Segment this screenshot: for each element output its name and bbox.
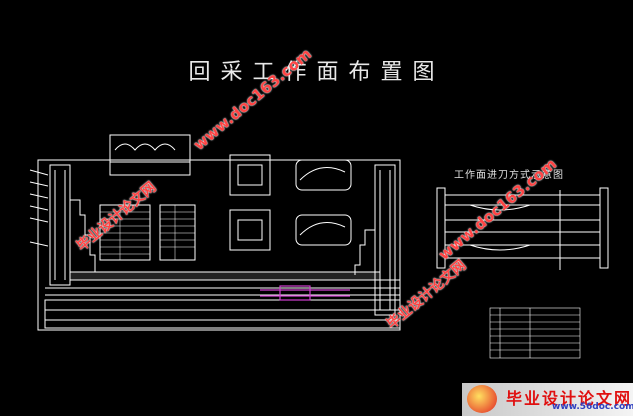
equipment-table-2 xyxy=(159,204,196,261)
face-layout-frame xyxy=(37,159,401,331)
site-logo-icon xyxy=(467,385,497,413)
right-roadway xyxy=(374,164,396,316)
banner-text: 毕业设计论文网 xyxy=(506,389,633,408)
shearer-elevation xyxy=(109,134,191,176)
parameter-table xyxy=(489,307,581,359)
left-stepped-line xyxy=(70,199,96,275)
cutting-method-title: 工作面进刀方式示意图 xyxy=(454,170,564,181)
support-grid xyxy=(44,299,401,329)
cutting-method-diagram xyxy=(436,187,609,270)
drawing-title: 回采工作面布置图 xyxy=(188,60,445,85)
section-view-1 xyxy=(295,159,352,191)
equipment-table-1 xyxy=(99,204,151,261)
support-plan-2 xyxy=(229,209,271,251)
conveyor-magenta xyxy=(260,285,350,301)
support-plan-1 xyxy=(229,154,271,196)
section-view-2 xyxy=(295,214,352,246)
banner-url: www.56doc.com xyxy=(552,402,633,412)
left-roadway xyxy=(49,164,71,286)
